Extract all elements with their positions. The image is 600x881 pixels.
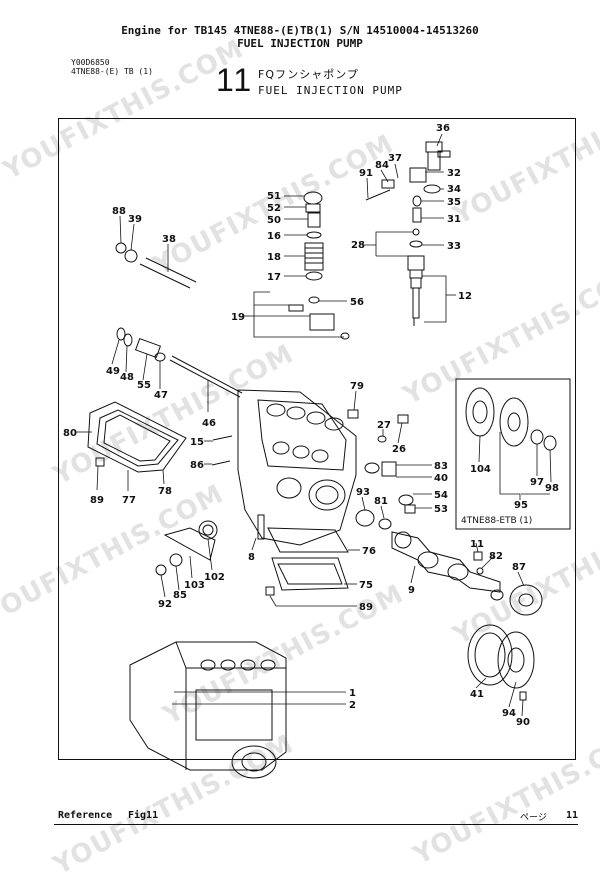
header-engine-line: Engine for TB145 4TNE88-(E)TB(1) S/N 145… [121,24,479,37]
header-section-title: FUEL INJECTION PUMP [237,37,363,50]
callout-2: 2 [349,700,356,711]
footer-page-number: 11 [566,810,579,821]
callout-83: 83 [434,461,448,472]
callout-54: 54 [434,490,448,501]
footer-page-label: ページ [520,813,547,823]
callout-78: 78 [158,486,172,497]
callout-9: 9 [408,585,415,596]
callout-35: 35 [447,197,461,208]
callout-94: 94 [502,708,516,719]
callout-47: 47 [154,390,168,401]
callout-89-bottom: 89 [359,602,373,613]
callout-16: 16 [267,231,281,242]
feed-pipe [115,242,197,289]
footer-figure-label: Fig11 [128,810,159,821]
bottom-cover [155,514,349,596]
callout-18: 18 [267,252,281,263]
front-cover [467,624,535,701]
callout-26: 26 [392,444,406,455]
callout-19: 19 [231,312,245,323]
governor-rack [116,327,243,398]
figure-number: 11 [216,62,254,98]
callout-97: 97 [530,477,544,488]
callout-87: 87 [512,562,526,573]
callout-75: 75 [359,580,373,591]
callout-11: 11 [470,539,484,550]
diagram-frame [58,118,576,760]
footer-divider [54,824,578,825]
callout-91: 91 [359,168,373,179]
callout-31: 31 [447,214,461,225]
exploded-parts-diagram: 36 37 84 91 32 34 35 31 28 33 12 51 52 5… [63,123,571,779]
figure-title-jp: FQフンシャポンプ [258,68,359,81]
callout-41: 41 [470,689,484,700]
callout-102: 102 [204,572,225,583]
callout-88: 88 [112,206,126,217]
callout-81: 81 [374,496,388,507]
callout-56: 56 [350,297,364,308]
callout-89-top: 89 [90,495,104,506]
callout-51: 51 [267,191,281,202]
document-code: Y00D6850 [71,58,110,67]
callout-55: 55 [137,380,151,391]
callout-103: 103 [184,580,205,591]
callout-93: 93 [356,487,370,498]
callout-17: 17 [267,272,281,283]
side-cover [87,401,187,473]
callout-48: 48 [120,372,134,383]
callout-76: 76 [362,546,376,557]
callout-15: 15 [190,437,204,448]
inset-box [455,378,571,530]
callout-85: 85 [173,590,187,601]
callout-33: 33 [447,241,461,252]
callout-46: 46 [202,418,216,429]
callout-90: 90 [516,717,530,728]
callout-28: 28 [351,240,365,251]
callout-52: 52 [267,203,281,214]
callout-92: 92 [158,599,172,610]
callout-37: 37 [388,153,402,164]
plunger-spring-stack [288,191,350,340]
callout-12: 12 [458,291,472,302]
pump-housing [237,389,357,546]
callout-53: 53 [434,504,448,515]
callout-8: 8 [248,552,255,563]
callout-95: 95 [514,500,528,511]
callout-27: 27 [377,420,391,431]
callout-39: 39 [128,214,142,225]
model-name: 4TNE88-(E) TB (1) [71,67,153,76]
delivery-valve-holder [365,141,451,326]
callout-36: 36 [436,123,450,134]
callout-34: 34 [447,184,461,195]
callout-86: 86 [190,460,204,471]
callout-32: 32 [447,168,461,179]
callout-80: 80 [63,428,77,439]
callout-77: 77 [122,495,136,506]
figure-title-en: FUEL INJECTION PUMP [258,84,403,97]
inset-label: 4TNE88-ETB (1) [461,516,532,526]
pump-assembly-view [129,641,287,779]
callout-82: 82 [489,551,503,562]
callout-50: 50 [267,215,281,226]
housing-fasteners [95,409,416,530]
callout-1: 1 [349,688,356,699]
callout-79: 79 [350,381,364,392]
footer-reference-label: Reference [58,810,113,821]
callout-84: 84 [375,160,389,171]
callout-104: 104 [470,464,491,475]
callout-40: 40 [434,473,448,484]
camshaft [391,531,543,616]
callout-49: 49 [106,366,120,377]
callout-38: 38 [162,234,176,245]
callout-98: 98 [545,483,559,494]
